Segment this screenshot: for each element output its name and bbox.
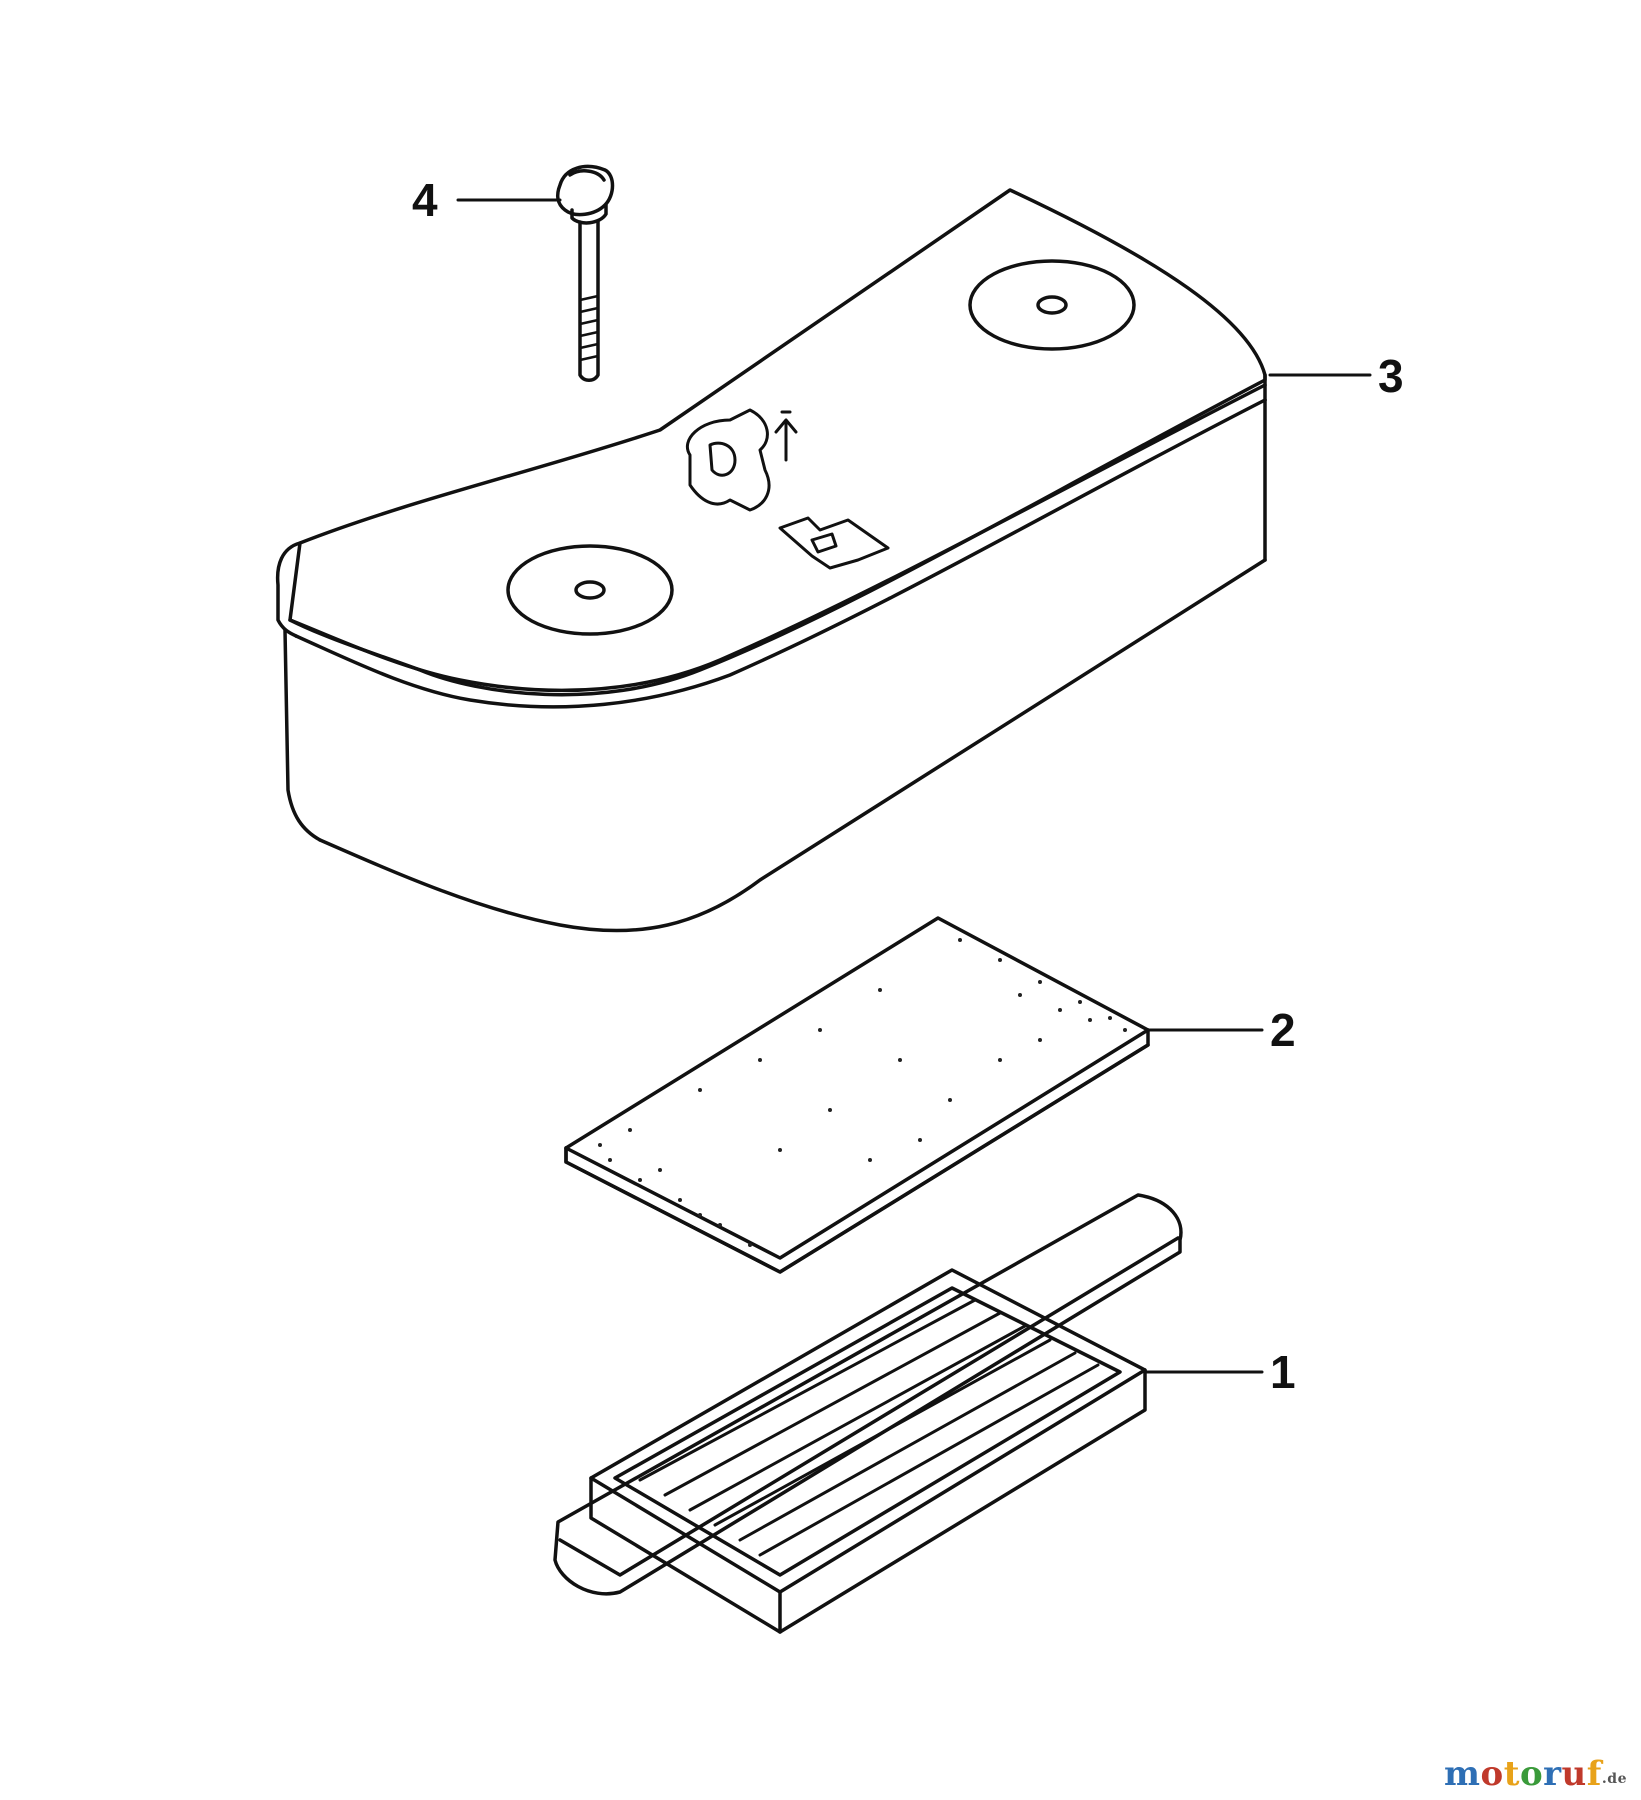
callout-4: 4 (412, 174, 438, 226)
wing-bolt (555, 164, 615, 382)
choke-symbol-icon (686, 408, 890, 570)
paper-filter-element (553, 1193, 1183, 1634)
air-cleaner-cover (275, 188, 1267, 933)
callout-1: 1 (1270, 1346, 1296, 1398)
motoruf-watermark-logo: motoruf.de (1444, 1754, 1627, 1794)
cover-cap-right (968, 259, 1136, 351)
callout-2: 2 (1270, 1004, 1296, 1056)
foam-prefilter (564, 916, 1150, 1274)
callout-3: 3 (1378, 350, 1404, 402)
cover-cap-left (506, 544, 674, 636)
foam-texture (598, 938, 1127, 1247)
